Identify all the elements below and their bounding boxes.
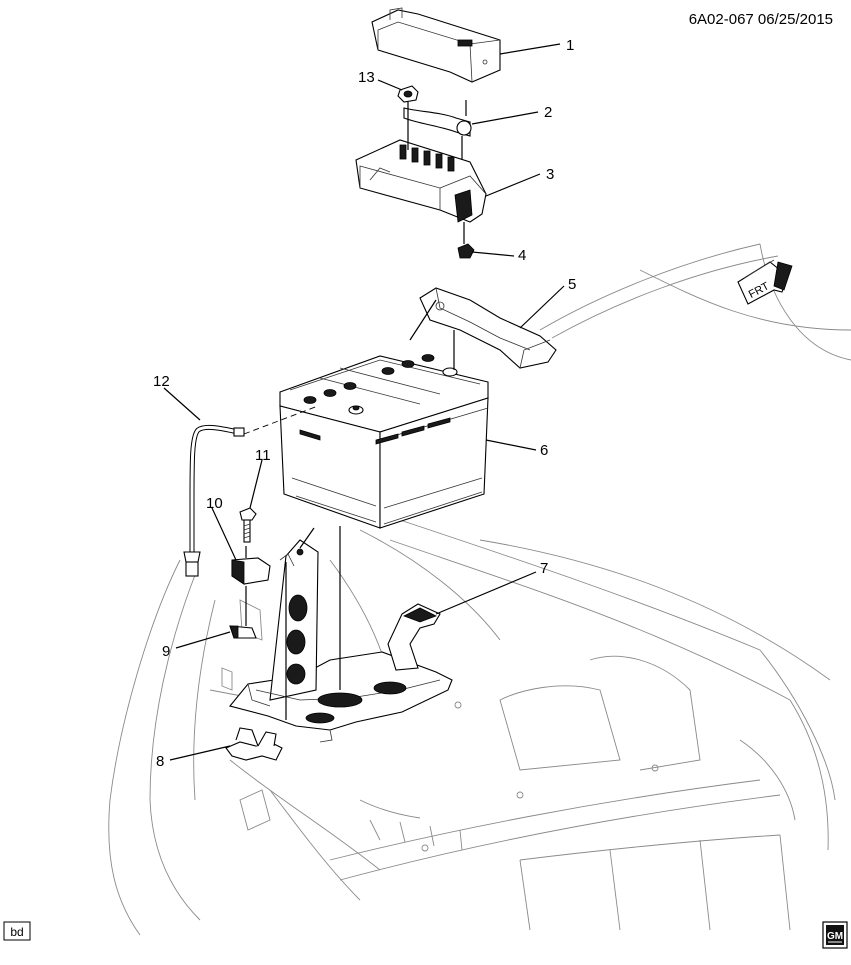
callout-10: 10 bbox=[206, 495, 223, 512]
nut-part-4 bbox=[457, 243, 475, 259]
battery-tray-part bbox=[229, 539, 453, 743]
retainer-part-9 bbox=[229, 625, 257, 639]
vent-tube-part bbox=[183, 424, 245, 577]
callout-11: 11 bbox=[255, 447, 271, 464]
callout-2: 2 bbox=[544, 104, 552, 121]
battery-cable-lead-part bbox=[403, 107, 472, 137]
diagram-reference: 6A02-067 06/25/2015 bbox=[689, 11, 833, 28]
bracket-part-8 bbox=[225, 727, 283, 761]
bolt-part-11 bbox=[239, 507, 257, 543]
callout-1: 1 bbox=[566, 37, 574, 54]
gm-logo-text: GM bbox=[827, 931, 843, 942]
clamp-part-7 bbox=[387, 603, 441, 671]
battery-hold-down-part bbox=[419, 287, 557, 369]
code-box: bd bbox=[3, 921, 31, 941]
callout-9: 9 bbox=[162, 643, 170, 660]
callout-6: 6 bbox=[540, 442, 548, 459]
callout-12: 12 bbox=[153, 373, 170, 390]
callout-numbers: 1 2 3 4 5 6 7 8 9 10 11 12 13 bbox=[153, 37, 576, 770]
code-box-label: bd bbox=[10, 925, 23, 939]
callout-7: 7 bbox=[540, 560, 548, 577]
nut-part-13 bbox=[397, 85, 419, 103]
callout-5: 5 bbox=[568, 276, 576, 293]
callout-leaders bbox=[163, 43, 565, 761]
front-direction-arrow: FRT bbox=[737, 259, 793, 305]
assembly-centerlines bbox=[243, 100, 467, 720]
fuse-block-part bbox=[355, 139, 487, 223]
callout-8: 8 bbox=[156, 753, 164, 770]
vehicle-trunk-outline bbox=[108, 243, 851, 936]
clip-part-10 bbox=[231, 557, 271, 585]
fuse-block-cover-part bbox=[371, 7, 501, 83]
battery-part bbox=[279, 354, 489, 529]
gm-logo-icon: GM bbox=[822, 921, 848, 949]
callout-3: 3 bbox=[546, 166, 554, 183]
callout-13: 13 bbox=[358, 69, 375, 86]
battery-vent-caps bbox=[303, 354, 435, 404]
callout-4: 4 bbox=[518, 247, 526, 264]
